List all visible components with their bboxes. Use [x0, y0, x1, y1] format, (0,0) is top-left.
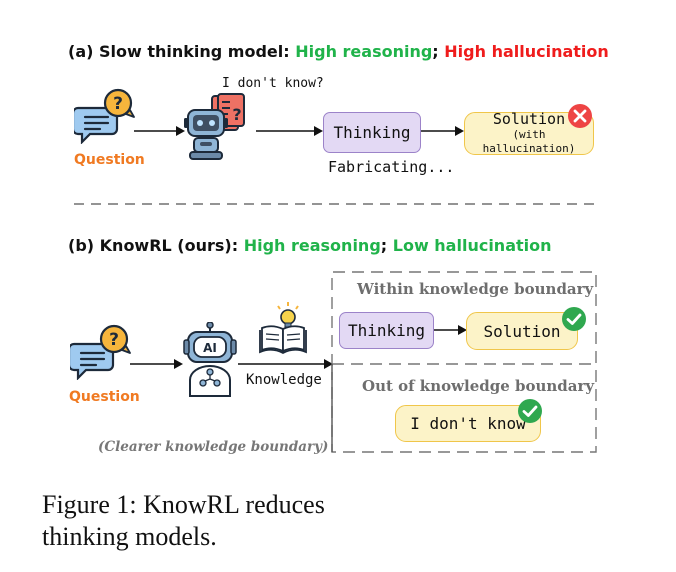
svg-text:?: ?: [109, 330, 119, 350]
out-boundary-label: Out of knowledge boundary: [362, 377, 595, 395]
error-x-icon: [568, 104, 592, 128]
within-boundary-label: Within knowledge boundary: [357, 280, 594, 298]
question-chat-icon-b: ?: [70, 324, 131, 380]
panel-a-heading-prefix: (a) Slow thinking model:: [68, 42, 290, 61]
panel-a-heading-good: High reasoning: [295, 42, 433, 61]
panel-a-heading-sep: ;: [432, 42, 439, 61]
robot-confused-icon: ?: [184, 93, 245, 160]
panel-a-thinking-box: Thinking: [323, 112, 421, 153]
arrow-a-3: [421, 126, 464, 136]
panel-b-heading-good2: Low hallucination: [392, 236, 552, 255]
panel-b-thinking-label: Thinking: [347, 321, 426, 340]
arrow-a-1: [134, 126, 185, 136]
arrow-b-2: [238, 359, 333, 369]
panel-b-thinking-box: Thinking: [339, 312, 434, 349]
panel-a-heading: (a) Slow thinking model: High reasoning;…: [68, 42, 609, 61]
clearer-boundary-label: (Clearer knowledge boundary): [98, 439, 329, 455]
ai-robot-icon: AI: [183, 322, 237, 397]
panel-b-heading: (b) KnowRL (ours): High reasoning; Low h…: [68, 236, 552, 255]
check-icon-idk: [518, 399, 542, 423]
panel-a-solution-note: (with hallucination): [482, 128, 576, 155]
panel-b-question-label: Question: [69, 389, 140, 405]
panel-b-heading-prefix: (b) KnowRL (ours):: [68, 236, 239, 255]
panel-a-heading-bad: High hallucination: [444, 42, 609, 61]
panel-b-solution-label: Solution: [483, 321, 561, 341]
panel-a-thought-bubble-text: I don't know?: [222, 76, 324, 91]
figure-caption-line2: thinking models.: [42, 522, 217, 551]
panel-b-heading-good: High reasoning: [243, 236, 381, 255]
figure-caption-line1: Figure 1: KnowRL reduces: [42, 490, 325, 519]
panel-b-solution-box: Solution: [466, 312, 578, 350]
arrow-b-3: [434, 325, 467, 335]
arrow-b-1: [130, 359, 183, 369]
svg-text:?: ?: [113, 94, 123, 114]
panel-a-thinking-label: Thinking: [333, 123, 411, 142]
question-chat-icon: ?: [74, 88, 135, 144]
check-icon-solution: [562, 307, 586, 331]
arrow-a-2: [256, 126, 323, 136]
panel-separator: [74, 203, 594, 205]
idk-label: I don't know: [410, 414, 526, 433]
svg-text:?: ?: [232, 105, 241, 124]
knowledge-book-icon: [259, 302, 307, 354]
panel-b-knowledge-label: Knowledge: [246, 372, 322, 388]
knowledge-boundary-frame: [331, 271, 597, 453]
panel-a-question-label: Question: [74, 152, 145, 168]
idk-box: I don't know: [395, 405, 541, 442]
panel-b-heading-sep: ;: [380, 236, 388, 255]
ai-robot-label: AI: [203, 341, 217, 355]
panel-a-fabricating-label: Fabricating...: [328, 158, 455, 176]
panel-a-solution-label: Solution: [492, 110, 566, 128]
